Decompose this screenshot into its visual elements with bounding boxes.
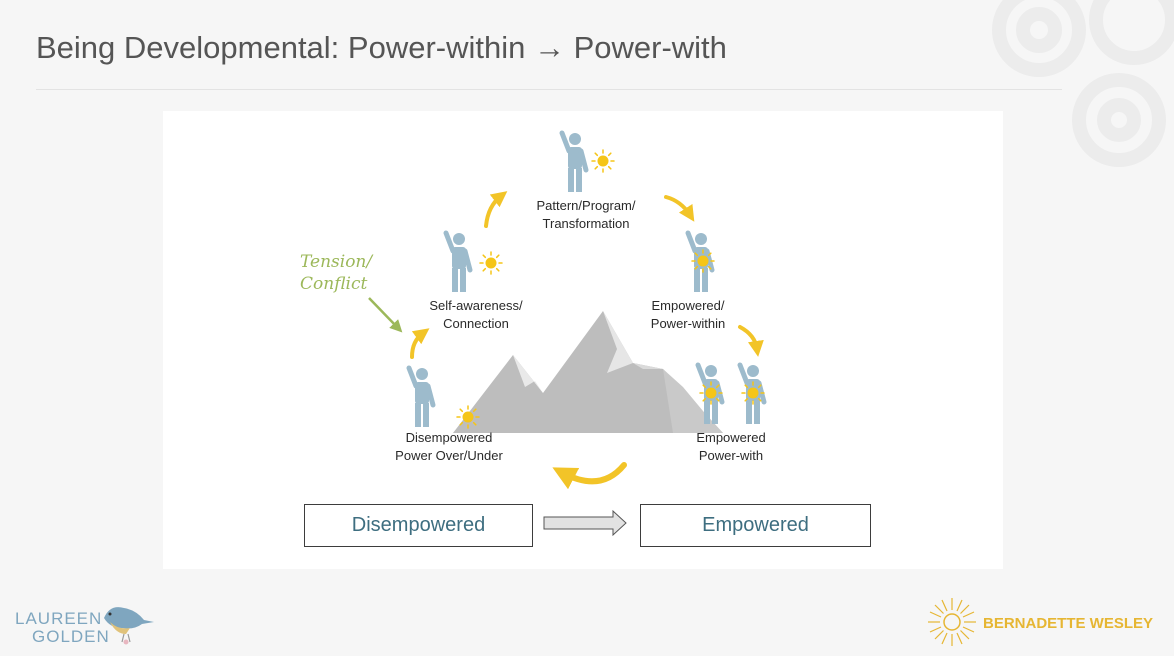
- arrow-with-to-disempowered: [552, 462, 627, 490]
- arrow-pattern-to-within: [664, 195, 695, 222]
- sun-empowered-with-1: [699, 381, 723, 405]
- label-empowered-with: Empowered Power-with: [696, 430, 766, 463]
- bird-icon: [104, 607, 154, 645]
- arrow-self-to-pattern: [484, 191, 508, 228]
- sun-self-awareness: [479, 251, 503, 275]
- tension-arrow: [368, 297, 403, 333]
- laureen-golden-logo: LAUREEN GOLDEN: [14, 600, 164, 646]
- progress-arrow: [543, 509, 627, 537]
- diagram-graphic: [368, 111, 1003, 537]
- figure-self-awareness: [446, 233, 470, 292]
- label-disempowered: Disempowered Power Over/Under: [395, 430, 503, 463]
- empowered-box: Empowered: [640, 504, 871, 547]
- disempowered-box: Disempowered: [304, 504, 533, 547]
- logo-left-line2: GOLDEN: [32, 627, 110, 646]
- slide-title: Being Developmental: Power-within → Powe…: [36, 30, 727, 65]
- figure-disempowered: [409, 368, 433, 427]
- sun-pattern: [591, 149, 615, 173]
- bernadette-wesley-logo: BERNADETTE WESLEY: [924, 596, 1169, 650]
- sun-empowered-within: [691, 249, 715, 273]
- sun-burst-icon: [928, 598, 976, 646]
- arrow-within-to-with: [738, 325, 764, 357]
- logo-right-name: BERNADETTE WESLEY: [983, 615, 1154, 632]
- tension-conflict-annotation: Tension/ Conflict: [300, 252, 373, 294]
- logo-left-line1: LAUREEN: [15, 609, 103, 628]
- label-pattern: Pattern/Program/ Transformation: [536, 198, 636, 231]
- figure-pattern: [562, 133, 586, 192]
- arrow-disempowered-to-self: [410, 328, 430, 359]
- decorative-swirl: [992, 0, 1174, 167]
- title-divider: [36, 89, 1062, 90]
- sun-empowered-with-2: [741, 381, 765, 405]
- sun-disempowered: [456, 405, 480, 429]
- label-self-awareness: Self-awareness/ Connection: [429, 298, 523, 331]
- diagram-panel: Pattern/Program/ Transformation Self-awa…: [163, 111, 1003, 569]
- label-empowered-within: Empowered/ Power-within: [650, 298, 726, 331]
